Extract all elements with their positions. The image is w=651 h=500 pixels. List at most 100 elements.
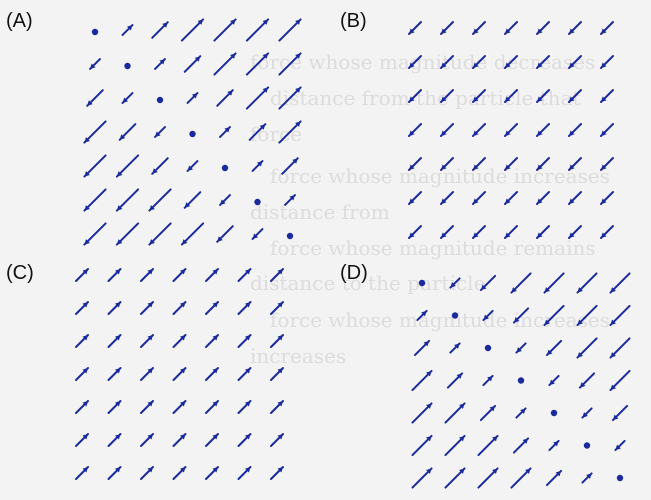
field-arrow-b	[440, 21, 454, 35]
field-arrow-d	[545, 339, 563, 357]
field-arrow-a	[121, 92, 134, 104]
field-arrow-a	[278, 120, 302, 144]
field-arrow-d	[581, 407, 593, 419]
field-arrow-a	[251, 228, 264, 240]
field-arrow-a	[278, 52, 302, 76]
field-arrow-b	[568, 191, 582, 205]
field-arrow-b	[440, 191, 454, 205]
field-arrow-d	[444, 434, 466, 457]
field-arrow-d	[545, 469, 563, 487]
charge-dot	[583, 442, 591, 449]
field-arrow-a	[245, 18, 270, 42]
field-arrow-b	[472, 89, 486, 103]
field-arrow-d	[416, 309, 428, 322]
charge-dot	[484, 344, 492, 352]
field-arrow-b	[600, 89, 614, 103]
field-arrow-b	[472, 225, 486, 239]
field-arrow-b	[536, 123, 550, 137]
field-arrow-b	[536, 225, 550, 239]
field-arrow-b	[536, 55, 550, 69]
charge-dot	[451, 312, 459, 319]
field-arrow-d	[576, 337, 598, 359]
field-arrow-a	[278, 18, 302, 42]
field-arrow-c	[140, 400, 154, 414]
charge-dot	[616, 474, 624, 482]
field-arrow-b	[408, 191, 422, 205]
field-arrow-b	[536, 21, 550, 35]
field-arrow-a	[115, 154, 140, 178]
field-arrow-b	[600, 123, 614, 137]
field-arrow-c	[172, 367, 187, 381]
field-arrow-c	[237, 466, 252, 480]
field-arrow-a	[154, 126, 166, 138]
field-arrow-c	[140, 268, 154, 282]
field-arrow-c	[107, 334, 122, 348]
field-arrow-b	[440, 55, 454, 69]
field-arrow-d	[611, 404, 629, 422]
field-arrow-d	[515, 342, 527, 354]
field-arrow-c	[237, 268, 252, 282]
field-arrow-c	[75, 334, 89, 348]
field-arrow-a	[180, 18, 205, 42]
field-arrow-c	[205, 268, 219, 282]
charge-dot	[418, 279, 426, 287]
charge-dot	[550, 409, 558, 417]
field-arrow-a	[248, 123, 267, 141]
field-arrow-c	[270, 466, 284, 480]
field-arrow-d	[479, 274, 497, 292]
field-arrow-b	[408, 157, 422, 171]
field-arrow-b	[600, 157, 614, 171]
field-arrow-a	[83, 222, 107, 246]
field-arrow-d	[444, 402, 466, 424]
field-arrow-c	[270, 367, 284, 381]
field-arrow-d	[479, 404, 497, 422]
field-arrow-c	[237, 433, 252, 447]
field-arrow-c	[140, 301, 154, 315]
field-arrow-d	[581, 472, 593, 484]
field-arrow-d	[411, 402, 433, 424]
field-arrow-c	[140, 334, 154, 348]
field-arrow-a	[213, 52, 237, 76]
field-arrow-c	[75, 466, 89, 480]
field-arrow-c	[75, 433, 89, 447]
field-arrow-d	[510, 467, 532, 489]
field-arrow-a	[115, 222, 140, 246]
field-arrow-a	[148, 222, 172, 246]
field-arrow-c	[172, 334, 187, 348]
field-arrow-a	[83, 154, 107, 178]
field-arrow-c	[270, 268, 284, 282]
field-arrow-d	[609, 337, 631, 359]
field-arrow-b	[408, 123, 422, 137]
field-arrow-a	[186, 160, 199, 172]
field-arrow-c	[205, 466, 219, 480]
field-arrow-c	[75, 400, 89, 414]
field-arrow-c	[270, 400, 284, 414]
field-arrow-c	[205, 433, 219, 447]
field-arrow-b	[440, 123, 454, 137]
field-arrow-a	[180, 222, 205, 246]
field-arrow-d	[411, 369, 433, 392]
field-arrow-a	[115, 188, 140, 212]
field-arrow-d	[576, 272, 598, 294]
field-arrow-a	[148, 188, 172, 212]
field-arrow-a	[151, 157, 169, 175]
field-arrow-b	[568, 89, 582, 103]
field-arrow-c	[107, 268, 122, 282]
field-arrow-b	[472, 21, 486, 35]
charge-dot	[91, 28, 99, 36]
field-arrow-c	[270, 433, 284, 447]
field-arrow-c	[172, 466, 187, 480]
field-arrow-a	[118, 123, 137, 141]
panel-label-b: (B)	[340, 10, 367, 32]
field-arrow-d	[446, 372, 464, 389]
field-arrow-c	[107, 400, 122, 414]
field-arrow-b	[600, 191, 614, 205]
field-arrow-b	[472, 157, 486, 171]
field-arrow-c	[237, 367, 252, 381]
field-arrow-d	[477, 434, 499, 457]
field-arrow-a	[245, 86, 270, 110]
field-arrow-c	[172, 268, 187, 282]
field-arrow-d	[477, 467, 499, 489]
field-arrow-d	[543, 272, 565, 294]
field-arrow-d	[510, 272, 532, 294]
